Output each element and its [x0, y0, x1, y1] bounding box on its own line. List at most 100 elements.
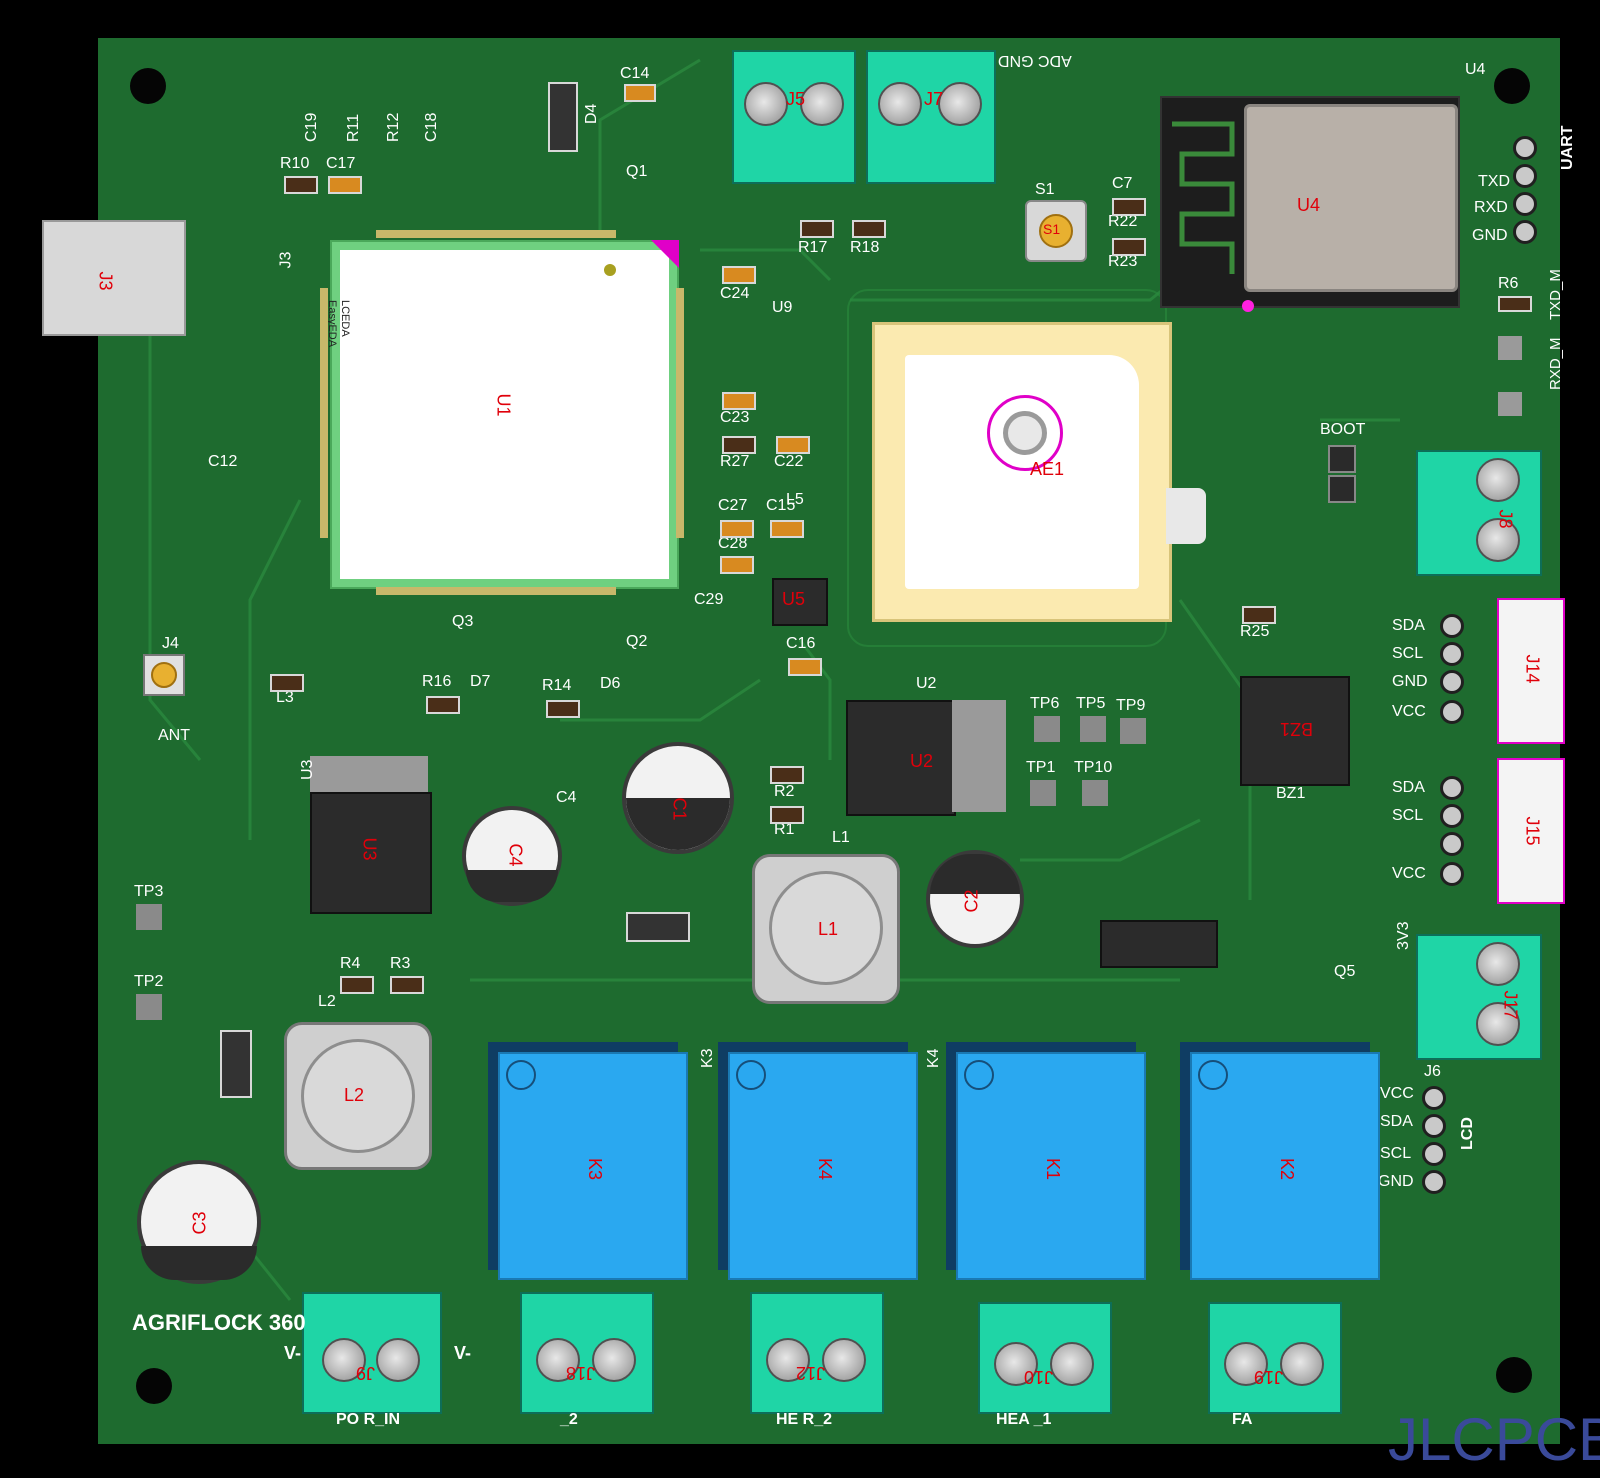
testpoint-tp3[interactable] [136, 904, 162, 930]
label-j18: _2 [560, 1411, 578, 1428]
silk-r14: R14 [542, 677, 572, 694]
u4-wifi-module[interactable] [1160, 96, 1460, 308]
resistor-r2[interactable] [770, 766, 804, 784]
resistor-r6[interactable] [1498, 296, 1532, 312]
resistor-r10[interactable] [284, 176, 318, 194]
s1-button[interactable] [1025, 200, 1087, 262]
boot-pin-1[interactable] [1328, 445, 1356, 473]
connector-j15[interactable] [1497, 758, 1565, 904]
lcd-pin-sda[interactable] [1422, 1114, 1446, 1138]
j15-pin-2[interactable] [1440, 804, 1464, 828]
terminal-j12-heater2[interactable] [750, 1292, 884, 1414]
capacitor-c14[interactable] [624, 84, 656, 102]
resistor-r27[interactable] [722, 436, 756, 454]
silk-d4: D4 [583, 103, 600, 124]
u6-soic[interactable] [1100, 920, 1218, 968]
relay-k2[interactable] [1190, 1052, 1380, 1280]
diode-d1[interactable] [626, 912, 690, 942]
j3-sd-card-slot[interactable] [42, 220, 186, 336]
relay-k3[interactable] [498, 1052, 688, 1280]
resistor-r1[interactable] [770, 806, 804, 824]
j14-pin-2[interactable] [1440, 642, 1464, 666]
terminal-j18[interactable] [520, 1292, 654, 1414]
capacitor-c23[interactable] [722, 392, 756, 410]
boot-pin-2[interactable] [1328, 475, 1356, 503]
inductor-l1[interactable] [752, 854, 900, 1004]
capacitor-c1[interactable] [622, 742, 734, 854]
u1-module[interactable] [330, 240, 679, 589]
resistor-r4[interactable] [340, 976, 374, 994]
u2-regulator[interactable] [846, 700, 956, 816]
capacitor-c4[interactable] [462, 806, 562, 906]
lcd-pin-gnd[interactable] [1422, 1170, 1446, 1194]
lcd-pin-vcc[interactable] [1422, 1086, 1446, 1110]
capacitor-c16[interactable] [788, 658, 822, 676]
diode-d4[interactable] [548, 82, 578, 152]
resistor-r23[interactable] [1112, 238, 1146, 256]
testpoint-tp1[interactable] [1030, 780, 1056, 806]
uart-pin-txd[interactable] [1513, 164, 1537, 188]
terminal-j7[interactable] [866, 50, 996, 184]
terminal-j9-power-in[interactable] [302, 1292, 442, 1414]
capacitor-c22[interactable] [776, 436, 810, 454]
terminal-j19-fan[interactable] [1208, 1302, 1342, 1414]
inductor-l2[interactable] [284, 1022, 432, 1170]
resistor-r18[interactable] [852, 220, 886, 238]
watermark: JLCPCB [1388, 1406, 1600, 1473]
j15-pin-4[interactable] [1440, 862, 1464, 886]
capacitor-c28[interactable] [720, 556, 754, 574]
silk-r18: R18 [850, 239, 880, 256]
rxd-m-pad[interactable] [1498, 392, 1522, 416]
relay-k4[interactable] [728, 1052, 918, 1280]
resistor-r16[interactable] [426, 696, 460, 714]
j15-pin-3[interactable] [1440, 832, 1464, 856]
lcd-pin-scl[interactable] [1422, 1142, 1446, 1166]
txd-m-pad[interactable] [1498, 336, 1522, 360]
resistor-r22[interactable] [1112, 198, 1146, 216]
j15-pin-1[interactable] [1440, 776, 1464, 800]
testpoint-tp5[interactable] [1080, 716, 1106, 742]
capacitor-c27[interactable] [720, 520, 754, 538]
resistor-r14[interactable] [546, 700, 580, 718]
pin1-marker [651, 240, 679, 268]
connector-j14[interactable] [1497, 598, 1565, 744]
resistor-r3[interactable] [390, 976, 424, 994]
j14-pin-3[interactable] [1440, 670, 1464, 694]
diode-d2[interactable] [220, 1030, 252, 1098]
label-ant: ANT [158, 727, 190, 744]
silk-bz1: BZ1 [1276, 785, 1306, 802]
terminal-j5[interactable] [732, 50, 856, 184]
resistor-r25[interactable] [1242, 606, 1276, 624]
testpoint-tp9[interactable] [1120, 718, 1146, 744]
capacitor-c2[interactable] [926, 850, 1024, 948]
capacitor-c15[interactable] [770, 520, 804, 538]
j14-pin-4[interactable] [1440, 700, 1464, 724]
u5-ic[interactable] [772, 578, 828, 626]
capacitor-c3[interactable] [137, 1160, 261, 1284]
terminal-j8[interactable] [1416, 450, 1542, 576]
label-rxd-m: RXD_M [1547, 337, 1564, 390]
uart-pin-gnd[interactable] [1513, 220, 1537, 244]
u4-pin1-dot [1242, 300, 1254, 312]
capacitor-c17[interactable] [328, 176, 362, 194]
silk-c18: C18 [423, 112, 440, 142]
capacitor-c24[interactable] [722, 266, 756, 284]
j14-pin-1[interactable] [1440, 614, 1464, 638]
resistor-r17[interactable] [800, 220, 834, 238]
terminal-j10-heater1[interactable] [978, 1302, 1112, 1414]
relay-k1[interactable] [956, 1052, 1146, 1280]
u3-ic[interactable] [310, 792, 432, 914]
j4-antenna-connector[interactable] [143, 654, 185, 696]
uart-pin-1[interactable] [1513, 136, 1537, 160]
ae1-gps-antenna[interactable] [872, 322, 1172, 622]
label-j14-gnd: GND [1392, 673, 1428, 690]
silk-r3: R3 [390, 955, 411, 972]
testpoint-tp10[interactable] [1082, 780, 1108, 806]
testpoint-tp2[interactable] [136, 994, 162, 1020]
inductor-l3[interactable] [270, 674, 304, 692]
testpoint-tp6[interactable] [1034, 716, 1060, 742]
bz1-buzzer[interactable] [1240, 676, 1350, 786]
label-tp6: TP6 [1030, 695, 1060, 712]
uart-pin-rxd[interactable] [1513, 192, 1537, 216]
terminal-j17[interactable] [1416, 934, 1542, 1060]
